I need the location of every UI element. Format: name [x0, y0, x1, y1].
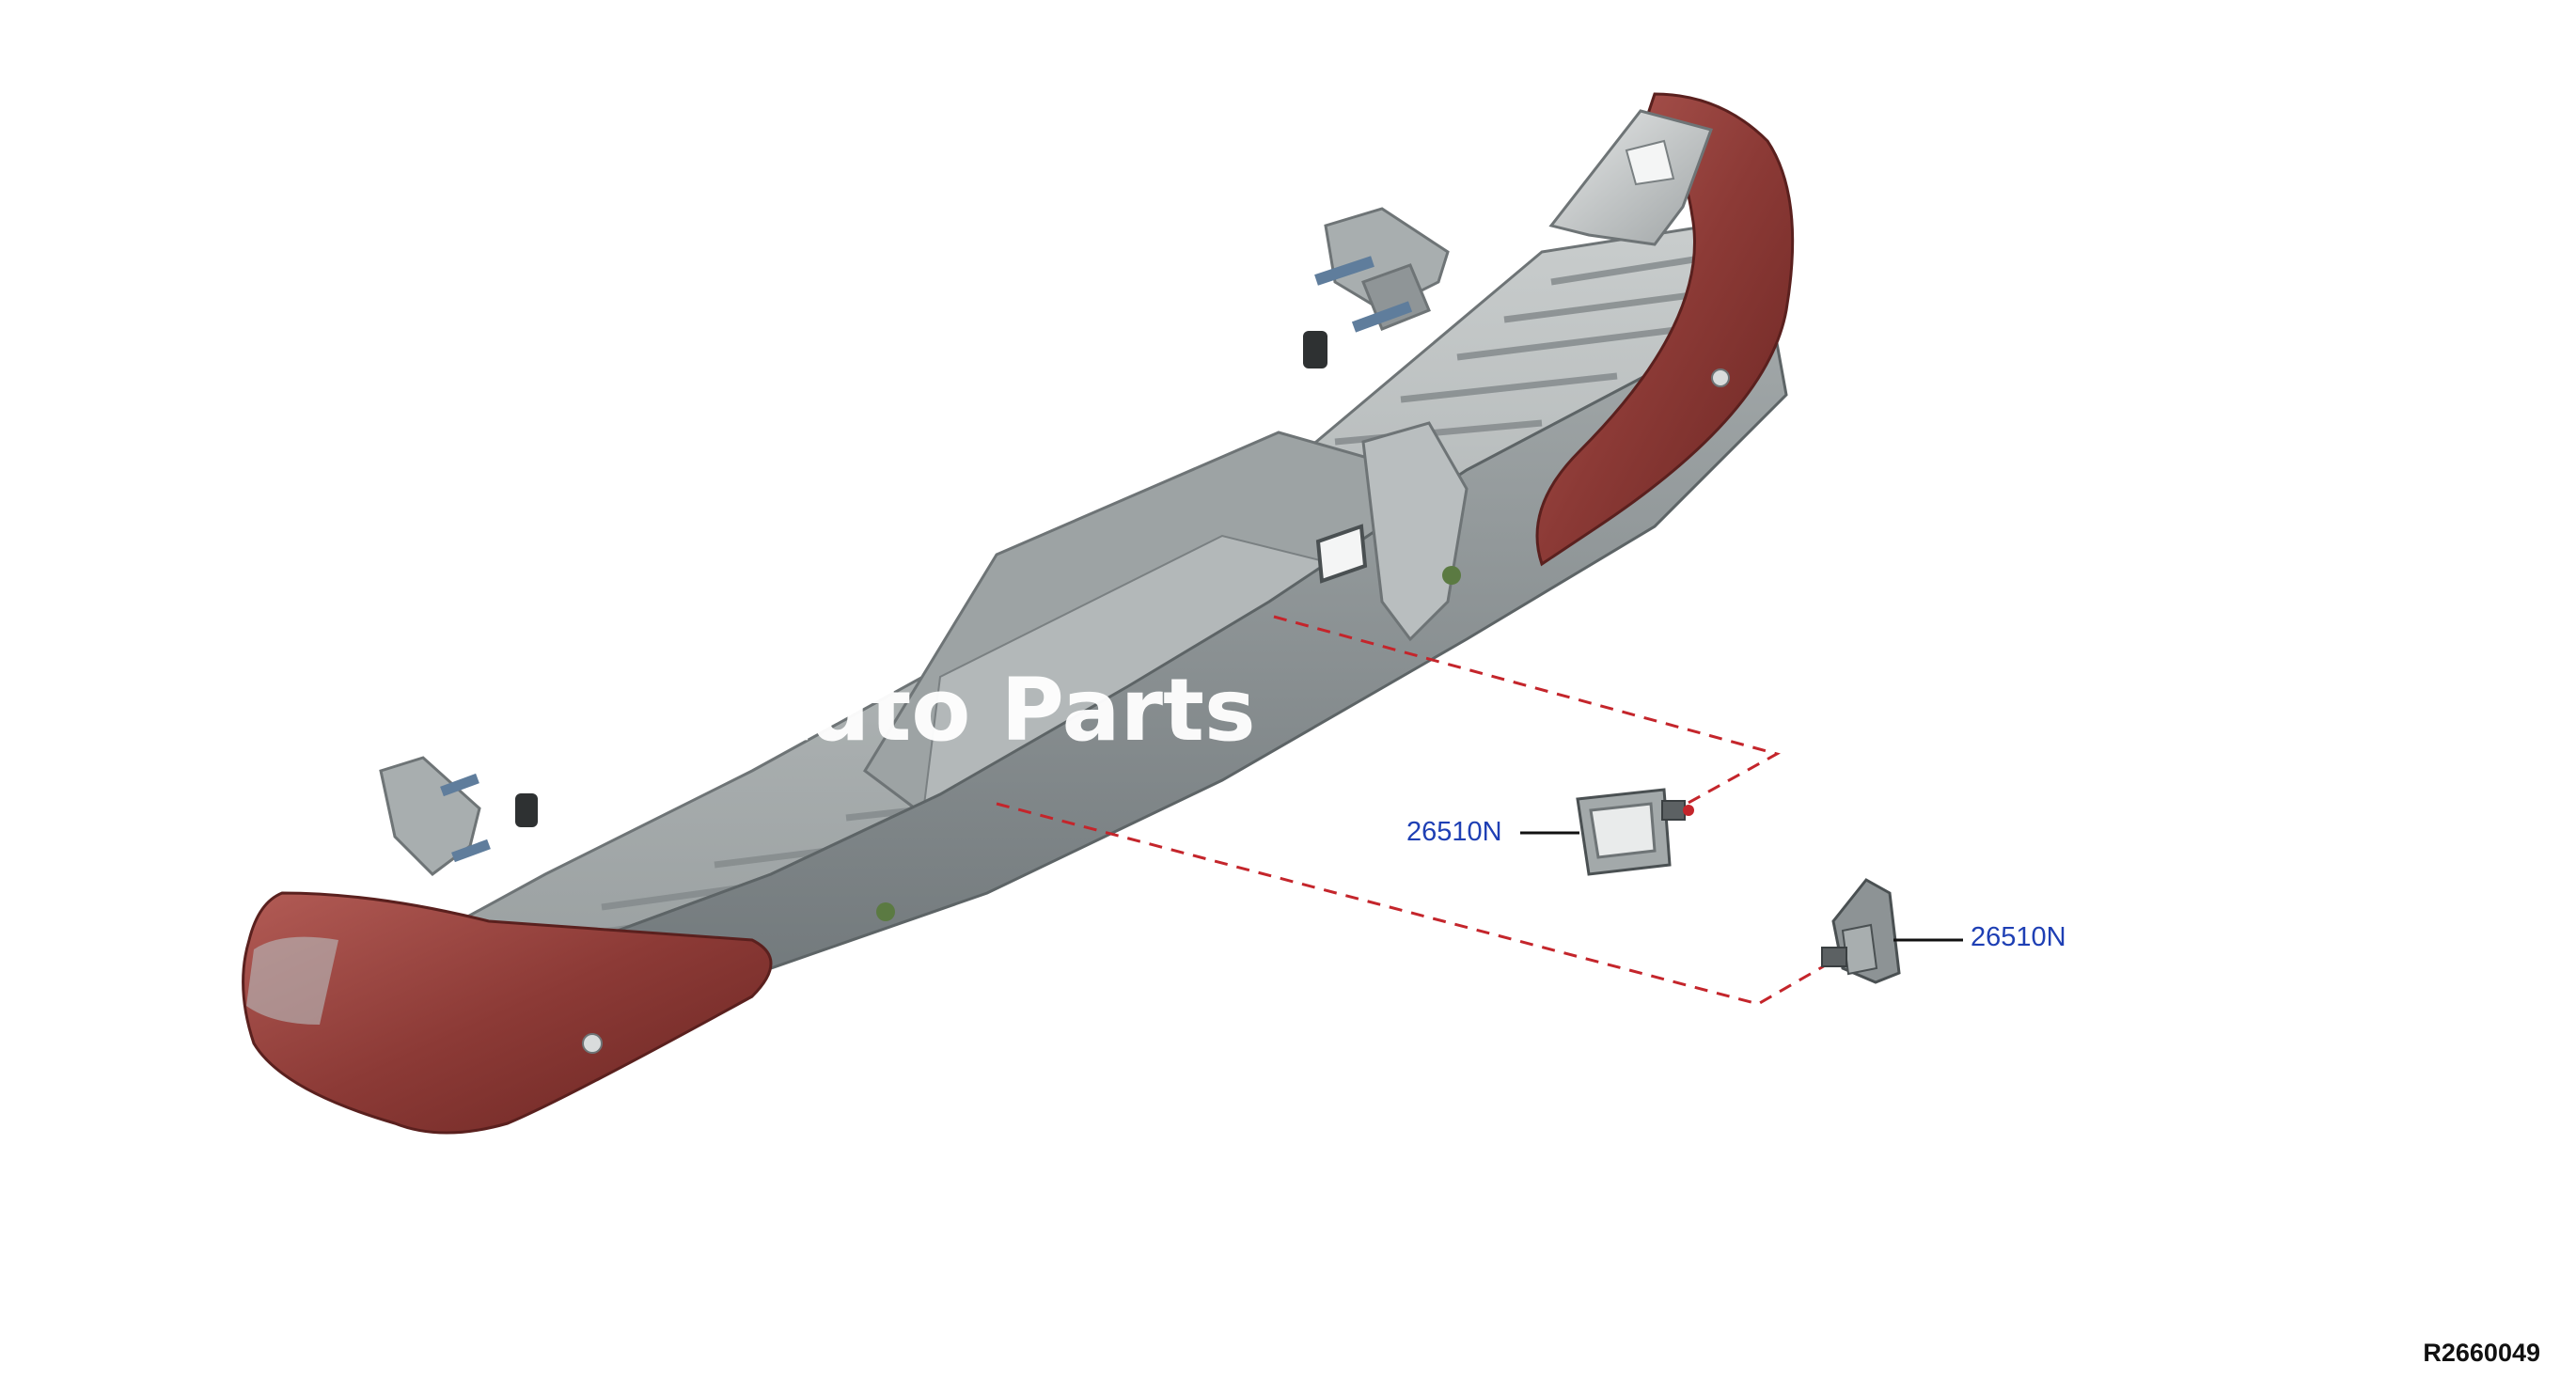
bumper-face	[510, 289, 1788, 1017]
parking-sensor-part-2	[1821, 878, 1901, 984]
bumper-end-cap-right	[1535, 92, 1795, 567]
mounting-bracket-left	[379, 756, 538, 876]
part-callout-26510n-upper: 26510N	[1406, 817, 1502, 847]
watermark-text: Giant Auto Parts	[684, 660, 1256, 760]
diagram-reference-code: R2660049	[2423, 1339, 2540, 1367]
bumper-step-surface	[438, 216, 1769, 970]
part-callout-26510n-lower: 26510N	[1971, 922, 2066, 952]
installation-dashed-lines	[996, 615, 1834, 1006]
parking-sensor-part-1	[1576, 788, 1694, 876]
watermark: Giant Auto Parts	[684, 654, 1399, 767]
bumper-end-cap-left	[242, 891, 773, 1135]
mounting-bracket-right	[1303, 207, 1450, 368]
